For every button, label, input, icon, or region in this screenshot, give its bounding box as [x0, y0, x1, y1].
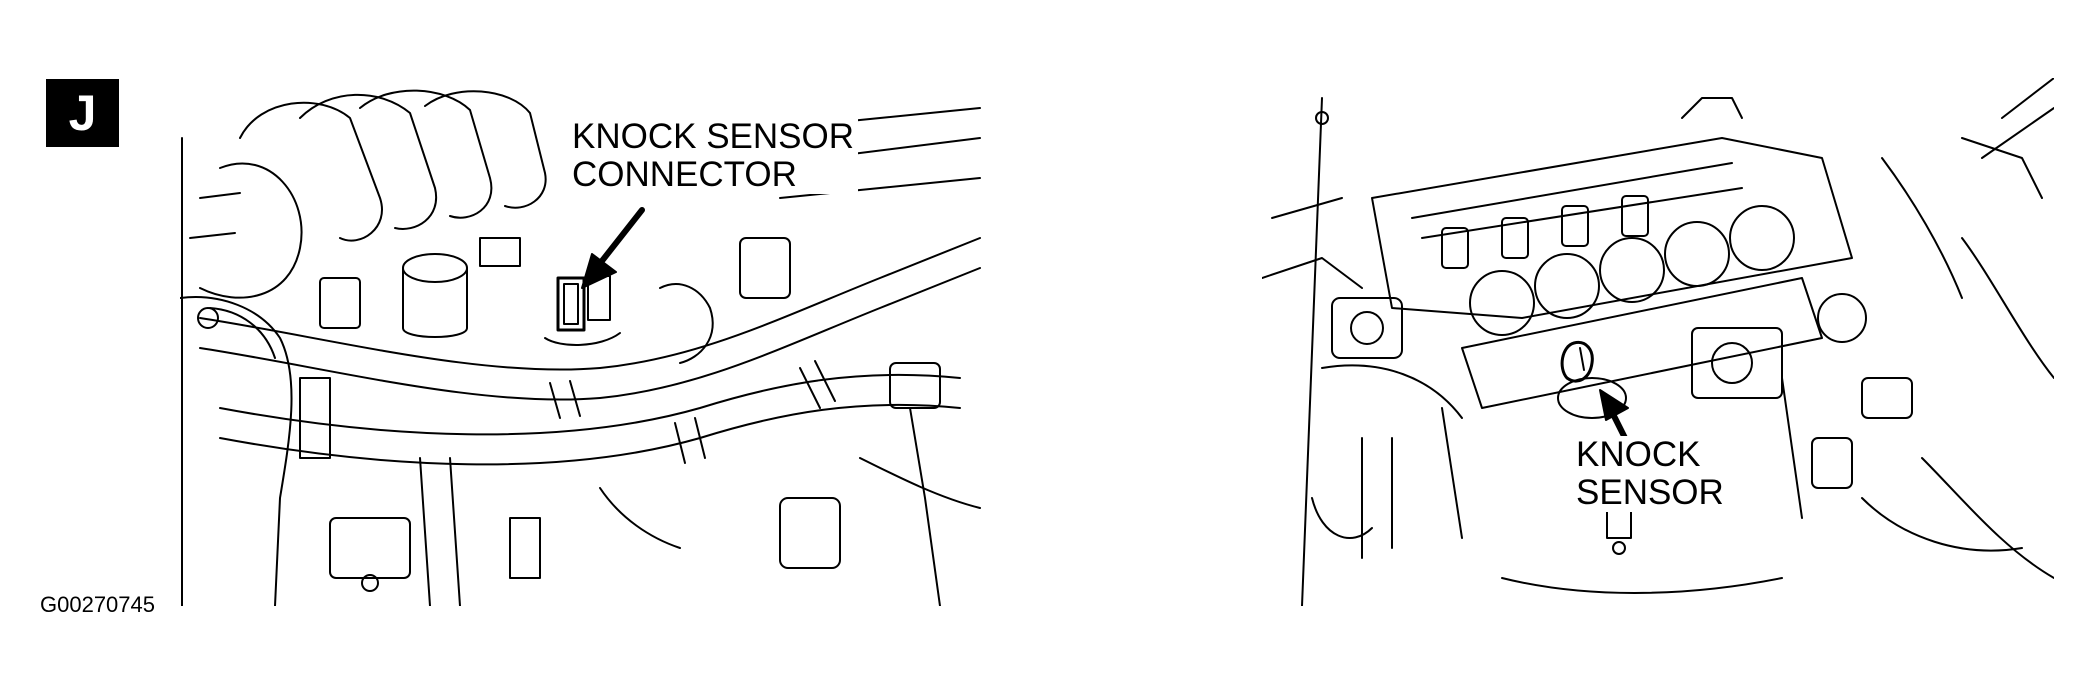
valve-cover [1371, 97, 1853, 319]
connector-callout-line1: KNOCK SENSOR [572, 117, 854, 156]
figure-id: G00270745 [40, 592, 155, 617]
lower-components [1311, 137, 2043, 594]
connector-pointer-arrowhead [581, 253, 617, 289]
connector-pointer-arrow [595, 207, 645, 269]
sensor-callout-line1: KNOCK [1576, 435, 1701, 474]
sensor-callout-line2: SENSOR [1576, 473, 1724, 512]
engine-illustration-right [1262, 78, 2054, 606]
connector-callout-line2: CONNECTOR [572, 155, 797, 194]
panel-letter: J [68, 85, 97, 141]
knock-sensor-connector-callout: KNOCK SENSOR CONNECTOR [568, 118, 858, 194]
engine-illustration-left [180, 78, 995, 606]
knock-sensor [1557, 340, 1627, 419]
hose-clamps [549, 360, 836, 464]
sensor-pointer-arrowhead [1599, 389, 1629, 421]
throttle-body [319, 237, 521, 338]
hoses [180, 237, 981, 606]
intake-manifold [189, 89, 547, 299]
engine-bay [1262, 78, 2054, 606]
knock-sensor-callout: KNOCK SENSOR [1572, 436, 1728, 512]
panel-letter-badge: J [46, 79, 119, 147]
intake-ports [1461, 205, 1823, 409]
